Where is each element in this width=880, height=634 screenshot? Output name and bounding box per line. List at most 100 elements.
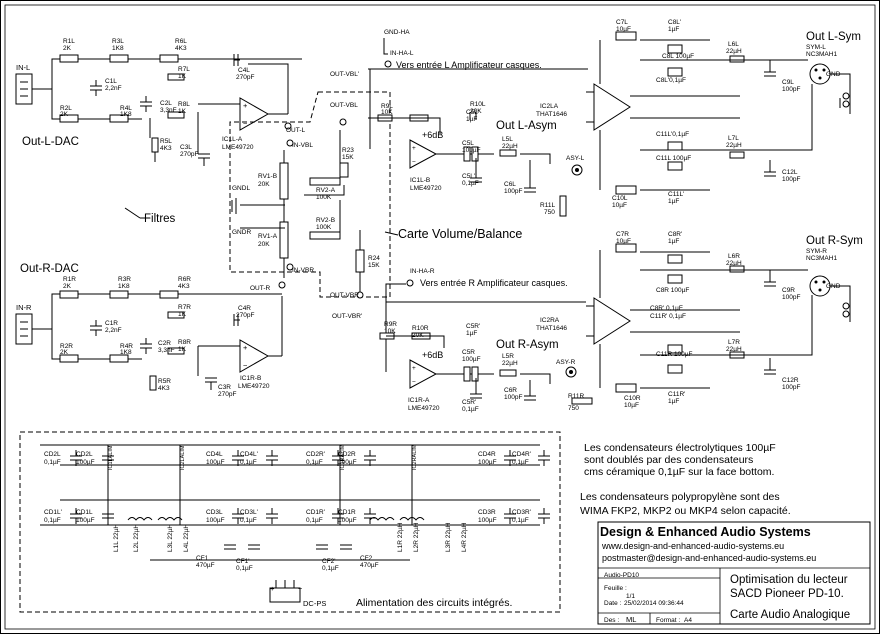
dc-ps-connector[interactable] bbox=[269, 587, 301, 603]
cap-top-1-value: 100µF bbox=[76, 459, 95, 466]
svg-text:1µF: 1µF bbox=[466, 116, 477, 123]
svg-text:1K: 1K bbox=[178, 73, 187, 80]
svg-text:+: + bbox=[243, 101, 248, 110]
sheet-value: 1/1 bbox=[626, 593, 635, 600]
designer-value: ML bbox=[626, 615, 636, 624]
svg-text:2K: 2K bbox=[63, 283, 72, 290]
cap-top-7-capacitor bbox=[538, 450, 550, 466]
cap-bottom-6-name: CD3R bbox=[478, 509, 496, 516]
svg-text:OUT-VBR': OUT-VBR' bbox=[332, 313, 362, 320]
ic1r-a-opamp bbox=[409, 359, 438, 389]
out-l-asym-label: Out L-Asym bbox=[496, 120, 557, 132]
svg-text:CF2: CF2 bbox=[360, 555, 373, 562]
svg-text:CF1: CF1 bbox=[196, 555, 209, 562]
svg-text:IC2LALIM: IC2LALIM bbox=[180, 445, 186, 470]
out-l-dac-label: Out-L-DAC bbox=[22, 136, 79, 148]
cap-bottom-0-name: CD1L' bbox=[44, 509, 62, 516]
rv2-a-pot[interactable] bbox=[309, 177, 341, 186]
sheet-label: Feuille : bbox=[604, 585, 627, 592]
svg-text:LME49720: LME49720 bbox=[238, 383, 270, 390]
svg-text:RV1-B: RV1-B bbox=[258, 173, 277, 180]
cap-top-1-name: CD2L bbox=[76, 451, 93, 458]
svg-text:10µF: 10µF bbox=[624, 402, 639, 409]
svg-text:IN-HA-R: IN-HA-R bbox=[410, 268, 435, 275]
svg-text:C12R: C12R bbox=[782, 377, 799, 384]
rv1-a-pot[interactable] bbox=[279, 221, 289, 259]
svg-text:100pF: 100pF bbox=[782, 294, 800, 301]
cap-bottom-2-capacitor bbox=[232, 508, 244, 524]
cap-bottom-7-capacitor bbox=[538, 508, 550, 524]
cap-bottom-5-value: 100µF bbox=[338, 517, 357, 524]
in-l-label: IN-L bbox=[16, 63, 30, 72]
cap-top-4-capacitor bbox=[332, 450, 344, 466]
svg-text:C4L: C4L bbox=[238, 67, 250, 74]
svg-text:1K: 1K bbox=[178, 311, 187, 318]
rv2-b-pot[interactable] bbox=[309, 231, 341, 240]
svg-text:R8L: R8L bbox=[178, 101, 190, 108]
svg-text:C7R: C7R bbox=[616, 231, 629, 238]
svg-text:4K3: 4K3 bbox=[160, 145, 172, 152]
svg-text:IC2LA: IC2LA bbox=[540, 103, 559, 110]
svg-text:2K: 2K bbox=[63, 45, 72, 52]
svg-text:L5R: L5R bbox=[502, 353, 514, 360]
date-label: Date : bbox=[604, 600, 622, 607]
svg-text:C8L 100µF: C8L 100µF bbox=[662, 53, 694, 60]
cap-bottom-2-value: 100µF bbox=[206, 517, 225, 524]
svg-text:4K3: 4K3 bbox=[178, 283, 190, 290]
svg-text:C11R' 0,1µF: C11R' 0,1µF bbox=[650, 313, 686, 320]
filtres-label: Filtres bbox=[144, 213, 176, 225]
svg-text:C5L: C5L bbox=[462, 140, 474, 147]
svg-text:100pF: 100pF bbox=[504, 394, 522, 401]
svg-text:LME49720: LME49720 bbox=[408, 405, 440, 412]
svg-text:R1L: R1L bbox=[63, 38, 75, 45]
svg-text:LME49720: LME49720 bbox=[222, 144, 254, 151]
cap-top-2-value: 100µF bbox=[206, 459, 225, 466]
svg-text:C4R: C4R bbox=[238, 305, 251, 312]
svg-text:+6dB: +6dB bbox=[422, 350, 443, 360]
svg-text:IC1R-B: IC1R-B bbox=[240, 375, 261, 382]
svg-text:10µF: 10µF bbox=[612, 202, 627, 209]
cap-bottom-6-capacitor bbox=[504, 508, 516, 524]
notes-block: Les condensateurs électrolytiques 100µF … bbox=[580, 442, 791, 517]
svg-text:L1L 22µH: L1L 22µH bbox=[113, 524, 120, 552]
svg-text:THAT1646: THAT1646 bbox=[536, 325, 567, 332]
cap-bottom-7-name: CD3R' bbox=[512, 509, 531, 516]
svg-text:R5L: R5L bbox=[160, 138, 172, 145]
svg-text:L5L: L5L bbox=[502, 136, 513, 143]
rv1-b-pot[interactable] bbox=[279, 162, 289, 200]
svg-text:RV2-B: RV2-B bbox=[316, 217, 335, 224]
svg-text:750: 750 bbox=[568, 405, 579, 412]
left-output-section: GND-HA IN-HA-L OUT-VBL' Vers entrée L Am… bbox=[330, 19, 861, 217]
cap-top-4-value: 0,1µF bbox=[306, 459, 323, 466]
svg-text:GNDR: GNDR bbox=[232, 229, 251, 236]
svg-text:RV2-A: RV2-A bbox=[316, 187, 336, 194]
svg-text:100pF: 100pF bbox=[504, 188, 522, 195]
svg-text:C9L: C9L bbox=[782, 79, 794, 86]
note-line-4: Les condensateurs polypropylène sont des bbox=[580, 491, 780, 503]
svg-text:GND: GND bbox=[826, 71, 841, 78]
svg-text:1µF: 1µF bbox=[668, 238, 679, 245]
svg-text:C7L: C7L bbox=[616, 19, 628, 26]
svg-text:1K: 1K bbox=[178, 108, 187, 115]
svg-text:15K: 15K bbox=[342, 154, 354, 161]
cap-top-6-value: 100µF bbox=[478, 459, 497, 466]
svg-text:C5L': C5L' bbox=[462, 173, 475, 180]
svg-text:1µF: 1µF bbox=[668, 398, 679, 405]
svg-text:OUT-L: OUT-L bbox=[286, 127, 306, 134]
left-hp-text: Vers entrée L Amplificateur casques. bbox=[396, 60, 542, 70]
cap-top-4-name: CD2R' bbox=[306, 451, 325, 458]
svg-text:+: + bbox=[270, 584, 275, 593]
svg-text:100pF: 100pF bbox=[782, 384, 800, 391]
svg-text:SYM-R: SYM-R bbox=[806, 248, 827, 255]
svg-text:C5R: C5R bbox=[462, 349, 475, 356]
svg-text:−: − bbox=[412, 379, 416, 386]
svg-text:100K: 100K bbox=[316, 194, 332, 201]
svg-text:R23: R23 bbox=[342, 147, 354, 154]
svg-text:R11R: R11R bbox=[568, 393, 584, 400]
power-caption: Alimentation des circuits intégrés. bbox=[356, 597, 512, 609]
svg-text:22µH: 22µH bbox=[726, 48, 742, 55]
format-value: A4 bbox=[684, 617, 692, 624]
svg-text:L2L 22µH: L2L 22µH bbox=[133, 524, 140, 552]
svg-text:0,1µF: 0,1µF bbox=[462, 180, 479, 187]
